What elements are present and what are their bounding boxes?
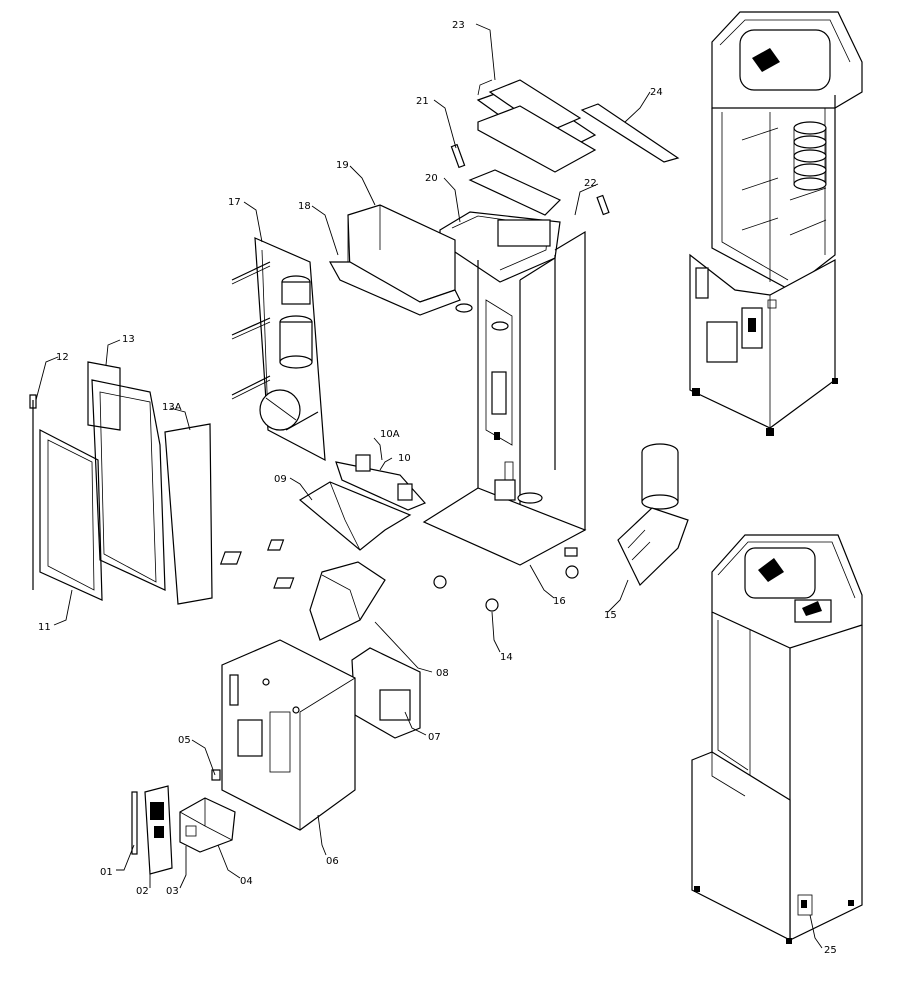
- label-05: 05: [178, 735, 191, 746]
- label-14: 14: [500, 652, 513, 663]
- coin-drop-mechanism: [231, 237, 326, 462]
- casters: [219, 539, 579, 612]
- top-lid-assembly: [476, 79, 597, 173]
- rail-01: [131, 791, 138, 855]
- prize-bucket: [309, 561, 386, 641]
- pin-21: [450, 143, 466, 169]
- front-door-assembly: [29, 361, 213, 605]
- label-07: 07: [428, 732, 441, 743]
- label-08: 08: [436, 668, 449, 679]
- label-06: 06: [326, 856, 339, 867]
- coin-stack-assembled: [793, 121, 827, 191]
- coin-acceptor-02: [144, 785, 173, 875]
- label-15: 15: [604, 610, 617, 621]
- label-12: 12: [56, 352, 69, 363]
- label-13: 13: [122, 334, 135, 345]
- label-11: 11: [38, 622, 51, 633]
- top-plate: [580, 103, 680, 163]
- leader-lines: [35, 23, 823, 949]
- label-17: 17: [228, 197, 241, 208]
- label-02: 02: [136, 886, 149, 897]
- lower-cabinet: [221, 639, 356, 831]
- assembled-machine-front-view: [689, 11, 863, 436]
- base-plate: [422, 487, 587, 566]
- label-13a: 13A: [162, 402, 182, 413]
- label-09: 09: [274, 474, 287, 485]
- label-21: 21: [416, 96, 429, 107]
- label-01: 01: [100, 867, 113, 878]
- assembled-machine-side-view: [691, 534, 863, 944]
- label-03: 03: [166, 886, 179, 897]
- pin-22: [596, 194, 610, 216]
- label-25: 25: [824, 945, 837, 956]
- prize-chute: [328, 204, 461, 316]
- hopper-tray: [298, 454, 427, 551]
- label-16: 16: [553, 596, 566, 607]
- top-frame-bracket: [468, 169, 562, 216]
- main-cabinet-frame: [422, 211, 587, 566]
- label-10a: 10A: [380, 429, 400, 440]
- label-04: 04: [240, 876, 253, 887]
- label-23: 23: [452, 20, 465, 31]
- cash-box-03-04: [179, 797, 236, 853]
- label-19: 19: [336, 160, 349, 171]
- label-18: 18: [298, 201, 311, 212]
- screw-05: [211, 769, 221, 781]
- ticket-dispenser: [617, 443, 689, 587]
- label-10: 10: [398, 453, 411, 464]
- part-number-labels: 23 24 21 22 20 19 18 17 13 12 13A 11 10A…: [38, 20, 837, 956]
- label-20: 20: [425, 173, 438, 184]
- label-24: 24: [650, 87, 663, 98]
- label-22: 22: [584, 178, 597, 189]
- coin-box-housing: [351, 647, 421, 739]
